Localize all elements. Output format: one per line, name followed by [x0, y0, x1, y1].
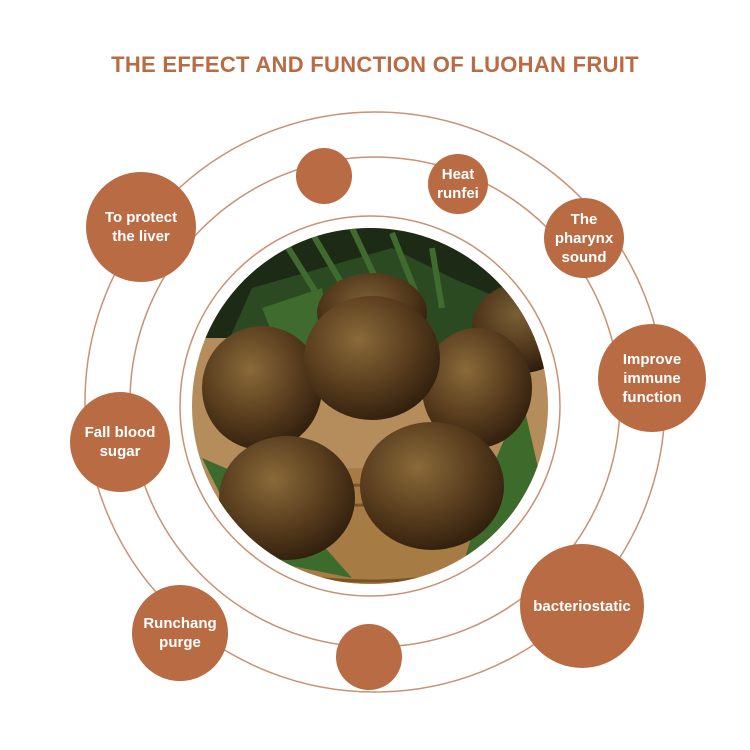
badge-empty-top — [296, 148, 352, 204]
luohan-fruit-photo — [192, 228, 548, 584]
badge-protect-liver: To protect the liver — [86, 172, 196, 282]
badge-bacteriostatic-label: bacteriostatic — [533, 597, 631, 615]
badge-heat-runfei: Heat runfei — [428, 154, 488, 214]
badge-improve-immune-function: Improve immune function — [598, 324, 706, 432]
badge-pharynx-sound: The pharynx sound — [544, 198, 624, 278]
badge-fall-blood-sugar: Fall blood sugar — [70, 392, 170, 492]
page-title: THE EFFECT AND FUNCTION OF LUOHAN FRUIT — [111, 52, 639, 77]
badge-heat-runfei-label: Heat runfei — [437, 166, 479, 202]
badge-fall-blood-sugar-label: Fall blood sugar — [84, 424, 156, 460]
photo-ring — [179, 215, 561, 597]
badge-bacteriostatic: bacteriostatic — [520, 544, 644, 668]
badge-runchang-purge: Runchang purge — [132, 585, 228, 681]
badge-empty-bottom — [336, 624, 402, 690]
badge-pharynx-sound-label: The pharynx sound — [554, 210, 614, 266]
badge-protect-liver-label: To protect the liver — [104, 209, 178, 245]
badge-runchang-purge-label: Runchang purge — [143, 615, 217, 651]
badge-improve-immune-function-label: Improve immune function — [622, 350, 682, 406]
